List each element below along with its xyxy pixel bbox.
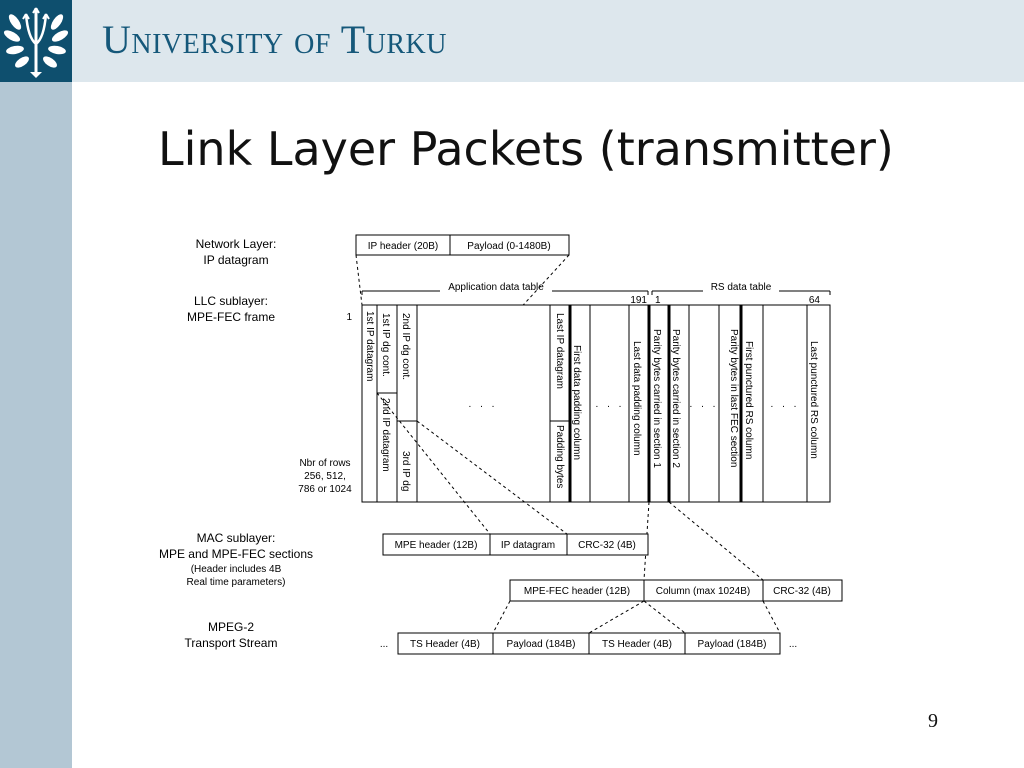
mpe-fec-crc-text: CRC-32 (4B)	[773, 586, 831, 597]
rows-count-label-2: 256, 512,	[304, 471, 346, 482]
left-sidebar	[0, 82, 72, 768]
column-191-label: 191	[630, 295, 647, 306]
ts-trailing-ellipsis: ...	[789, 639, 797, 650]
section-to-ts-connectors	[492, 600, 781, 634]
layer-labels: Network Layer: IP datagram LLC sublayer:…	[159, 237, 313, 650]
row-1-label: 1	[346, 312, 352, 323]
ip-packet: IP header (20B) Payload (0-1480B)	[355, 234, 570, 256]
network-layer-sublabel: IP datagram	[203, 253, 268, 267]
ellipsis-4: . . .	[771, 399, 800, 410]
slide-title: Link Layer Packets (transmitter)	[158, 122, 894, 176]
page-number: 9	[928, 710, 938, 732]
rows-count-label-1: Nbr of rows	[299, 458, 350, 469]
transport-stream-label: Transport Stream	[185, 636, 278, 650]
col-first-punctured-rs: First punctured RS column	[743, 341, 754, 459]
network-layer-label: Network Layer:	[196, 237, 277, 251]
ip-payload-text: Payload (0-1480B)	[467, 241, 550, 252]
col-2nd-ip-datagram: 2nd IP datagram	[380, 398, 391, 472]
university-trident-crest-icon	[3, 7, 69, 78]
rows-count-label-3: 786 or 1024	[298, 484, 352, 495]
llc-sublayer-sublabel: MPE-FEC frame	[187, 310, 275, 324]
col-3rd-ip-dg: 3rd IP dg	[400, 451, 411, 491]
mpe-ip-datagram-text: IP datagram	[501, 540, 555, 551]
mpe-crc-text: CRC-32 (4B)	[578, 540, 636, 551]
header-band	[72, 0, 1024, 82]
col-1st-ip-datagram: 1st IP datagram	[364, 311, 375, 381]
mpe-fec-header-text: MPE-FEC header (12B)	[524, 586, 630, 597]
col-last-data-padding: Last data padding column	[631, 341, 642, 456]
mpe-fec-frame: 1st IP datagram 1st IP dg cont. 2nd IP d…	[361, 304, 831, 503]
logo-box	[0, 0, 72, 82]
frame-to-section-connectors	[376, 392, 764, 581]
col-2nd-ip-dg-cont: 2nd IP dg cont.	[400, 313, 411, 380]
ip-payload-box	[449, 234, 570, 256]
col-padding-bytes: Padding bytes	[554, 425, 565, 488]
mpe-header-text: MPE header (12B)	[395, 540, 478, 551]
col-parity-last-fec: Parity bytes in last FEC section	[728, 329, 739, 467]
col-last-punctured-rs: Last punctured RS column	[808, 341, 819, 459]
column-1-label: 1	[655, 295, 661, 306]
ts-header-1-text: TS Header (4B)	[410, 639, 480, 650]
ellipsis-2: . . .	[596, 399, 625, 410]
ip-header-text: IP header (20B)	[368, 241, 438, 252]
ellipsis-3: . . .	[690, 399, 719, 410]
column-64-label: 64	[809, 295, 821, 306]
col-first-data-padding: First data padding column	[571, 345, 582, 460]
application-data-table-label: Application data table	[448, 282, 544, 293]
col-parity-section-2: Parity bytes carried in section 2	[670, 329, 681, 468]
col-1st-ip-dg-cont: 1st IP dg cont.	[380, 313, 391, 377]
llc-sublayer-label: LLC sublayer:	[194, 294, 268, 308]
mac-sublayer-sublabel: MPE and MPE-FEC sections	[159, 547, 313, 561]
mpeg2-label: MPEG-2	[208, 620, 254, 634]
transport-stream: ... TS Header (4B) Payload (184B) TS Hea…	[380, 632, 797, 655]
col-last-ip-datagram: Last IP datagram	[554, 313, 565, 389]
frame-table-labels: Application data table RS data table 191…	[298, 282, 831, 495]
mac-sublayer-note-2: Real time parameters)	[187, 577, 286, 588]
col-parity-section-1: Parity bytes carried in section 1	[651, 329, 662, 468]
ellipsis-1: . . .	[469, 399, 498, 410]
mpe-section: MPE header (12B) IP datagram CRC-32 (4B)	[382, 533, 649, 556]
mpe-fec-section: MPE-FEC header (12B) Column (max 1024B) …	[509, 579, 843, 602]
ts-payload-2-text: Payload (184B)	[698, 639, 767, 650]
university-name: University of Turku	[102, 17, 447, 62]
rs-data-table-label: RS data table	[711, 282, 772, 293]
mpe-fec-column-text: Column (max 1024B)	[656, 586, 750, 597]
ts-leading-ellipsis: ...	[380, 639, 388, 650]
mac-sublayer-note-1: (Header includes 4B	[191, 564, 282, 575]
ts-payload-1-text: Payload (184B)	[507, 639, 576, 650]
mac-sublayer-label: MAC sublayer:	[197, 531, 276, 545]
ts-header-2-text: TS Header (4B)	[602, 639, 672, 650]
